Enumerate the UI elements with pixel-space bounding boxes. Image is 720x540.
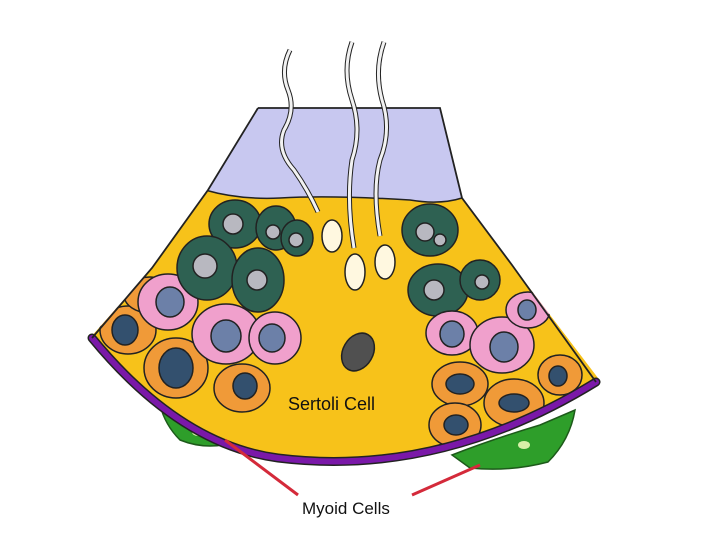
spermatocytes-right [425, 291, 551, 374]
tubule-wedge [90, 108, 598, 462]
myoid-nucleus-right [518, 441, 530, 449]
sperm-head [344, 253, 366, 291]
sertoli-nucleus [340, 332, 376, 372]
sperm-cells [279, 41, 396, 291]
label-sertoli-cell: Sertoli Cell [288, 394, 375, 414]
sperm-head [374, 244, 396, 280]
pointer-right [411, 463, 481, 497]
pointer-left [224, 438, 299, 497]
spermatids-left [176, 199, 314, 313]
label-myoid-cells: Myoid Cells [302, 499, 390, 518]
tubule-outline [91, 107, 597, 383]
spermatids-right [401, 203, 501, 317]
lumen [204, 108, 463, 203]
myoid-pointers [224, 438, 481, 497]
myoid-cell-right [450, 408, 576, 470]
spermatocytes-left [137, 273, 302, 365]
sperm-head [321, 219, 343, 253]
